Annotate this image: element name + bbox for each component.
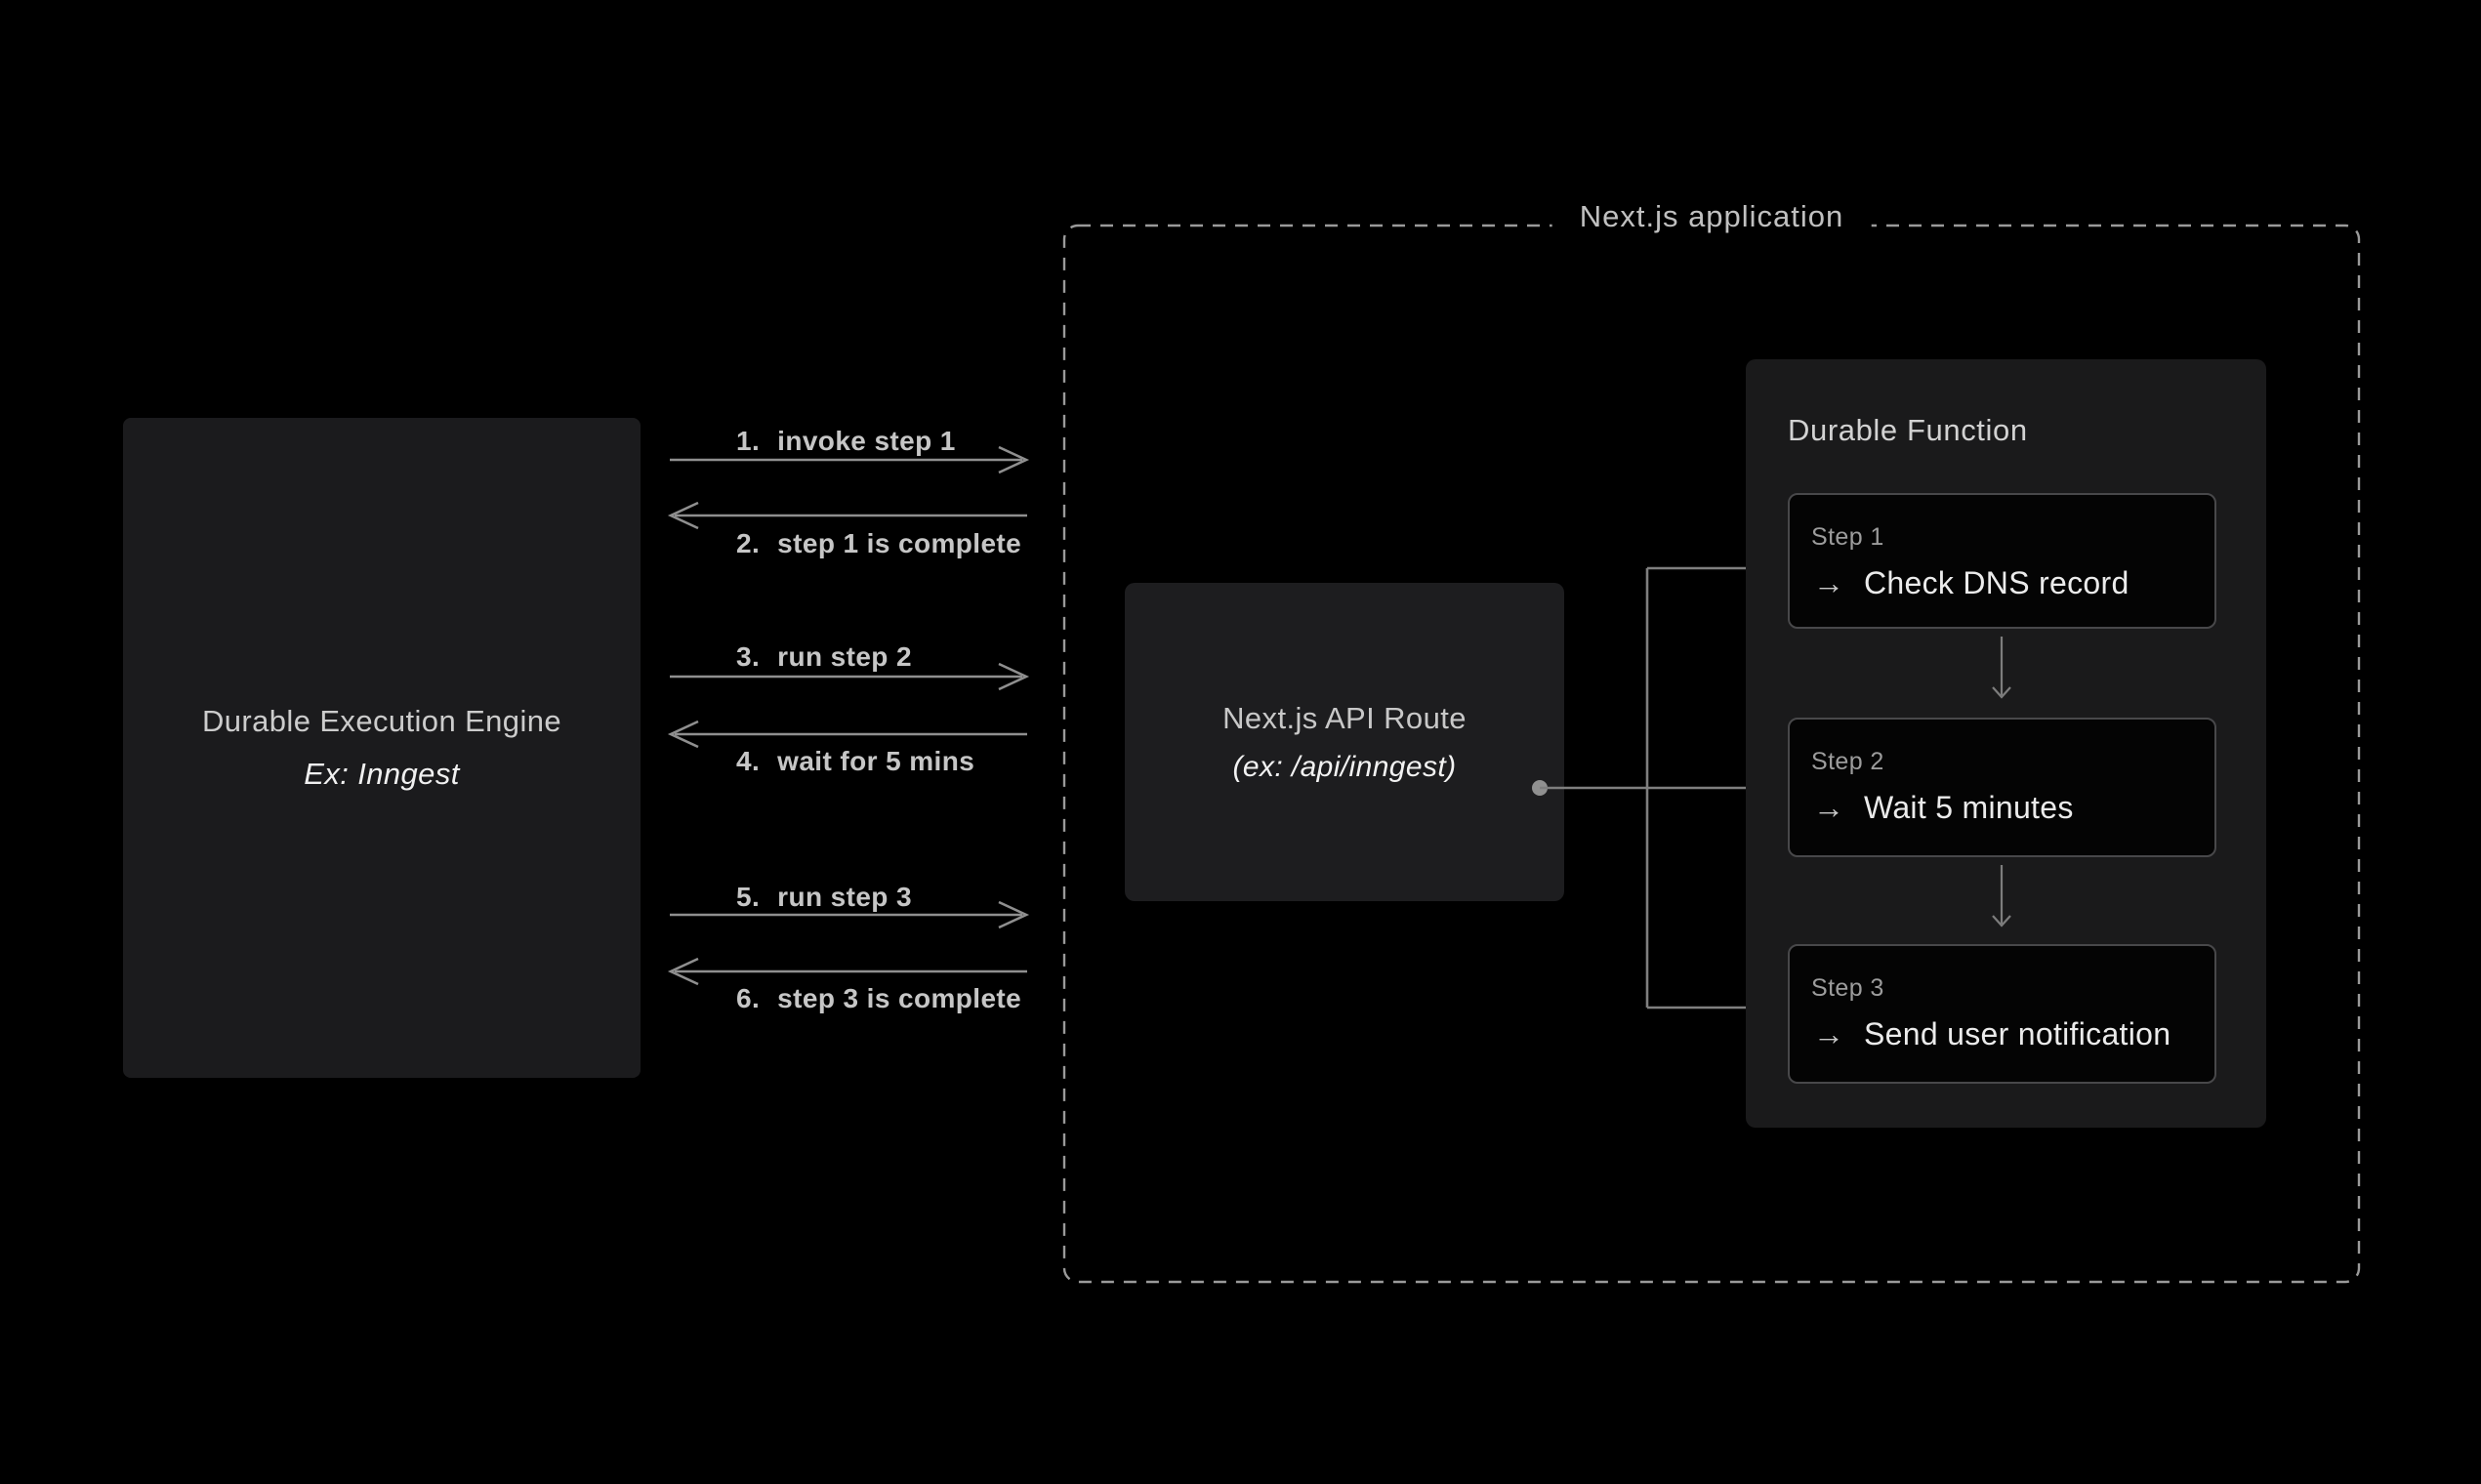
message-text: run step 2 [777,641,912,672]
step-arrow-icon: → [1813,790,1844,825]
message-number: 5. [736,882,761,912]
engine-subtitle: Ex: Inngest [304,757,460,791]
message-label-6: 6. step 3 is complete [736,982,1021,1015]
step-down-arrow-icon [1992,865,2011,928]
step-down-arrow-icon [1992,637,2011,699]
message-label-1: 1. invoke step 1 [736,425,956,458]
arrow-left-icon [667,501,1027,530]
message-label-4: 4. wait for 5 mins [736,745,974,778]
message-label-2: 2. step 1 is complete [736,527,1021,560]
message-text: invoke step 1 [777,426,956,456]
message-number: 4. [736,746,761,776]
message-text: run step 3 [777,882,912,912]
step-action: Check DNS record [1864,565,2130,600]
arrow-right-icon [670,900,1030,929]
engine-title: Durable Execution Engine [201,704,562,738]
durable-function-panel: Durable Function Step 1 → Check DNS reco… [1746,359,2266,1128]
step-action: Send user notification [1864,1016,2171,1051]
arrow-right-icon [670,445,1030,474]
step-box-2: Step 2 → Wait 5 minutes [1788,718,2216,857]
message-number: 3. [736,641,761,672]
arrow-left-icon [667,957,1027,986]
api-route-box: Next.js API Route (ex: /api/inngest) [1125,583,1564,901]
arrow-right-icon [670,662,1030,691]
step-row: → Check DNS record [1813,563,2214,602]
message-label-5: 5. run step 3 [736,881,912,914]
step-arrow-icon: → [1813,1016,1844,1051]
message-number: 2. [736,528,761,558]
step-action: Wait 5 minutes [1864,790,2074,825]
step-box-1: Step 1 → Check DNS record [1788,493,2216,629]
message-number: 1. [736,426,761,456]
step-label: Step 1 [1811,523,1884,551]
message-text: wait for 5 mins [777,746,975,776]
nextjs-app-label: Next.js application [1551,198,1872,235]
message-number: 6. [736,983,761,1013]
message-label-3: 3. run step 2 [736,640,912,674]
durable-execution-engine-box: Durable Execution Engine Ex: Inngest [123,418,641,1078]
step-label: Step 3 [1811,974,1884,1002]
durable-function-title: Durable Function [1788,413,2028,447]
step-row: → Send user notification [1813,1014,2214,1053]
message-text: step 1 is complete [777,528,1022,558]
step-row: → Wait 5 minutes [1813,788,2214,827]
step-box-3: Step 3 → Send user notification [1788,944,2216,1084]
step-arrow-icon: → [1813,565,1844,600]
api-route-title: Next.js API Route [1222,700,1467,735]
arrow-left-icon [667,720,1027,749]
step-label: Step 2 [1811,748,1884,775]
api-route-subtitle: (ex: /api/inngest) [1232,750,1457,783]
message-text: step 3 is complete [777,983,1022,1013]
